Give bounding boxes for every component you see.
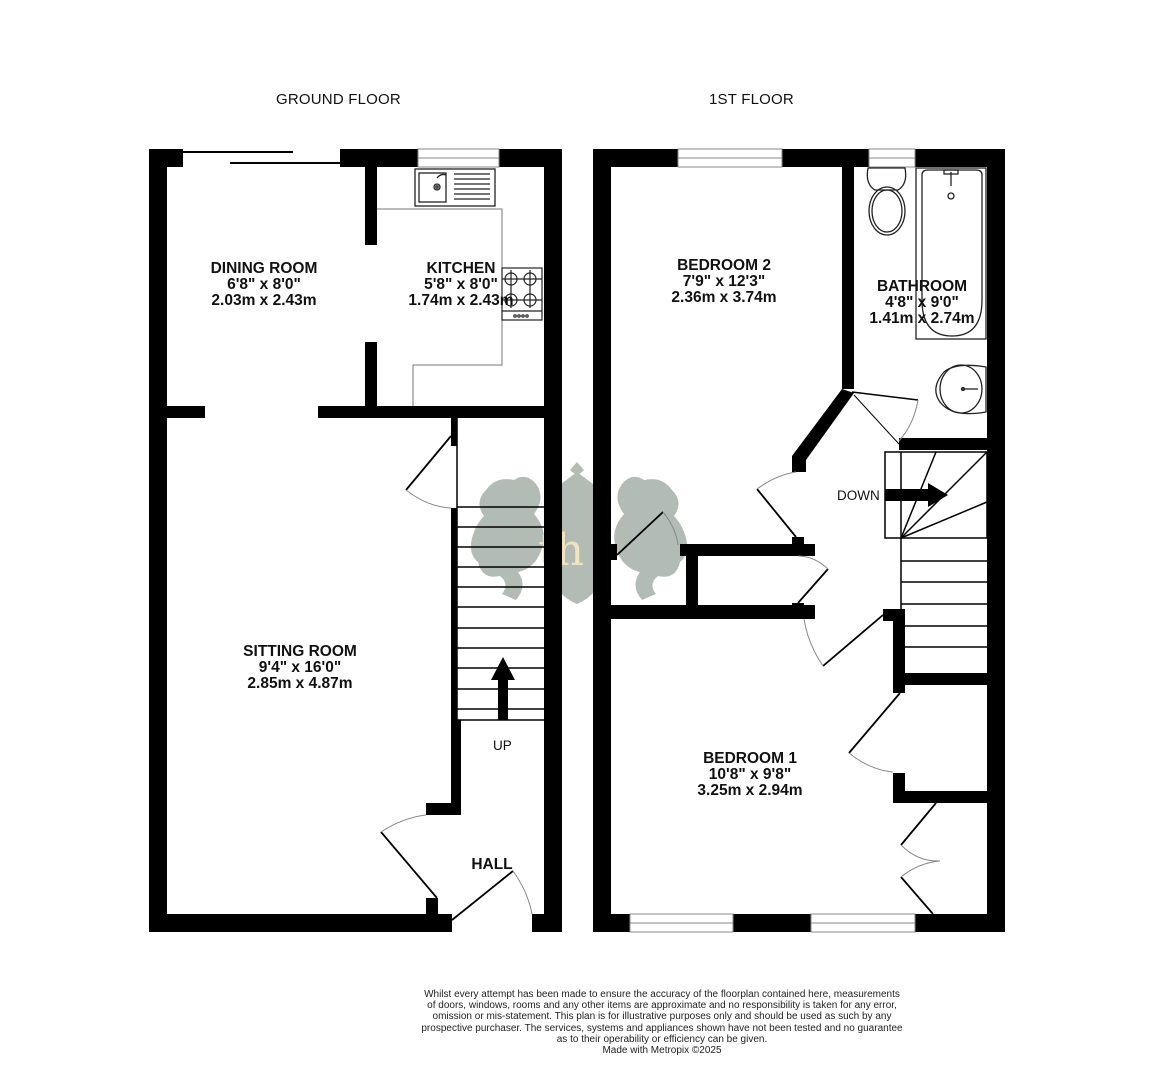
stair-down-label: DOWN — [837, 488, 880, 503]
room-size-metric: 1.41m x 2.74m — [869, 310, 975, 327]
ground-floor-staircase — [456, 418, 544, 721]
metropix-credit: Made with Metropix ©2025 — [602, 1045, 722, 1057]
first-floor-title: 1ST FLOOR — [709, 91, 794, 108]
room-label-bathroom: BATHROOM 4'8" x 9'0" 1.41m x 2.74m — [862, 279, 982, 327]
ground-floor-doors — [380, 435, 533, 921]
room-label-kitchen: KITCHEN 5'8" x 8'0" 1.74m x 2.43m — [398, 261, 524, 309]
room-label-bedroom-1: BEDROOM 1 10'8" x 9'8" 3.25m x 2.94m — [682, 751, 818, 799]
room-size-imperial: 6'8" x 8'0" — [227, 276, 301, 293]
room-label-bedroom-2: BEDROOM 2 7'9" x 12'3" 2.36m x 3.74m — [656, 258, 792, 306]
toilet-icon — [866, 167, 907, 236]
lion-crest-watermark-icon: th — [470, 462, 688, 604]
room-label-sitting-room: SITTING ROOM 9'4" x 16'0" 2.85m x 4.87m — [232, 644, 368, 692]
room-size-imperial: 9'4" x 16'0" — [258, 659, 342, 676]
kitchen-worktop — [377, 208, 503, 406]
stair-up-arrow-icon — [491, 657, 515, 720]
kitchen-window — [417, 148, 500, 168]
disclaimer-line: of doors, windows, rooms and any other i… — [427, 1000, 897, 1012]
kitchen-sink-icon — [414, 168, 496, 207]
disclaimer-line: prospective purchaser. The services, sys… — [421, 1022, 903, 1034]
room-name: BEDROOM 2 — [677, 257, 771, 274]
disclaimer-line: omission or mis-statement. This plan is … — [432, 1011, 892, 1023]
disclaimer-line: Whilst every attempt has been made to en… — [424, 989, 900, 1000]
bathtub-icon — [915, 167, 987, 340]
ground-floor-walls — [149, 149, 562, 932]
room-name: BEDROOM 1 — [703, 750, 797, 767]
room-name: KITCHEN — [426, 260, 496, 277]
room-size-imperial: 4'8" x 9'0" — [885, 294, 959, 311]
room-size-imperial: 10'8" x 9'8" — [708, 766, 792, 783]
first-floor-windows — [629, 148, 916, 933]
first-floor-walls — [593, 149, 1005, 932]
room-size-metric: 3.25m x 2.94m — [697, 782, 803, 799]
room-size-imperial: 5'8" x 8'0" — [424, 276, 498, 293]
wash-basin-icon — [935, 364, 987, 415]
first-floor-staircase — [884, 451, 988, 669]
disclaimer-line: as to their operability or efficiency ca… — [556, 1033, 768, 1045]
patio-sliding-door — [183, 151, 340, 164]
room-size-metric: 2.36m x 3.74m — [671, 289, 777, 306]
room-size-metric: 2.85m x 4.87m — [247, 675, 353, 692]
room-name: HALL — [471, 856, 513, 873]
room-label-hall: HALL — [466, 857, 518, 873]
room-name: SITTING ROOM — [243, 643, 357, 660]
room-size-metric: 1.74m x 2.43m — [408, 292, 514, 309]
stair-up-label: UP — [493, 738, 512, 753]
room-name: BATHROOM — [876, 278, 968, 295]
room-label-dining-room: DINING ROOM 6'8" x 8'0" 2.03m x 2.43m — [196, 261, 332, 309]
kitchen-hob-icon — [501, 267, 543, 321]
disclaimer-text: Whilst every attempt has been made to en… — [412, 989, 912, 1056]
room-size-imperial: 7'9" x 12'3" — [682, 273, 766, 290]
room-size-metric: 2.03m x 2.43m — [211, 292, 317, 309]
room-name: DINING ROOM — [210, 260, 318, 277]
stair-down-arrow-icon — [885, 483, 948, 507]
first-floor-doors — [616, 391, 941, 915]
ground-floor-title: GROUND FLOOR — [276, 91, 401, 108]
